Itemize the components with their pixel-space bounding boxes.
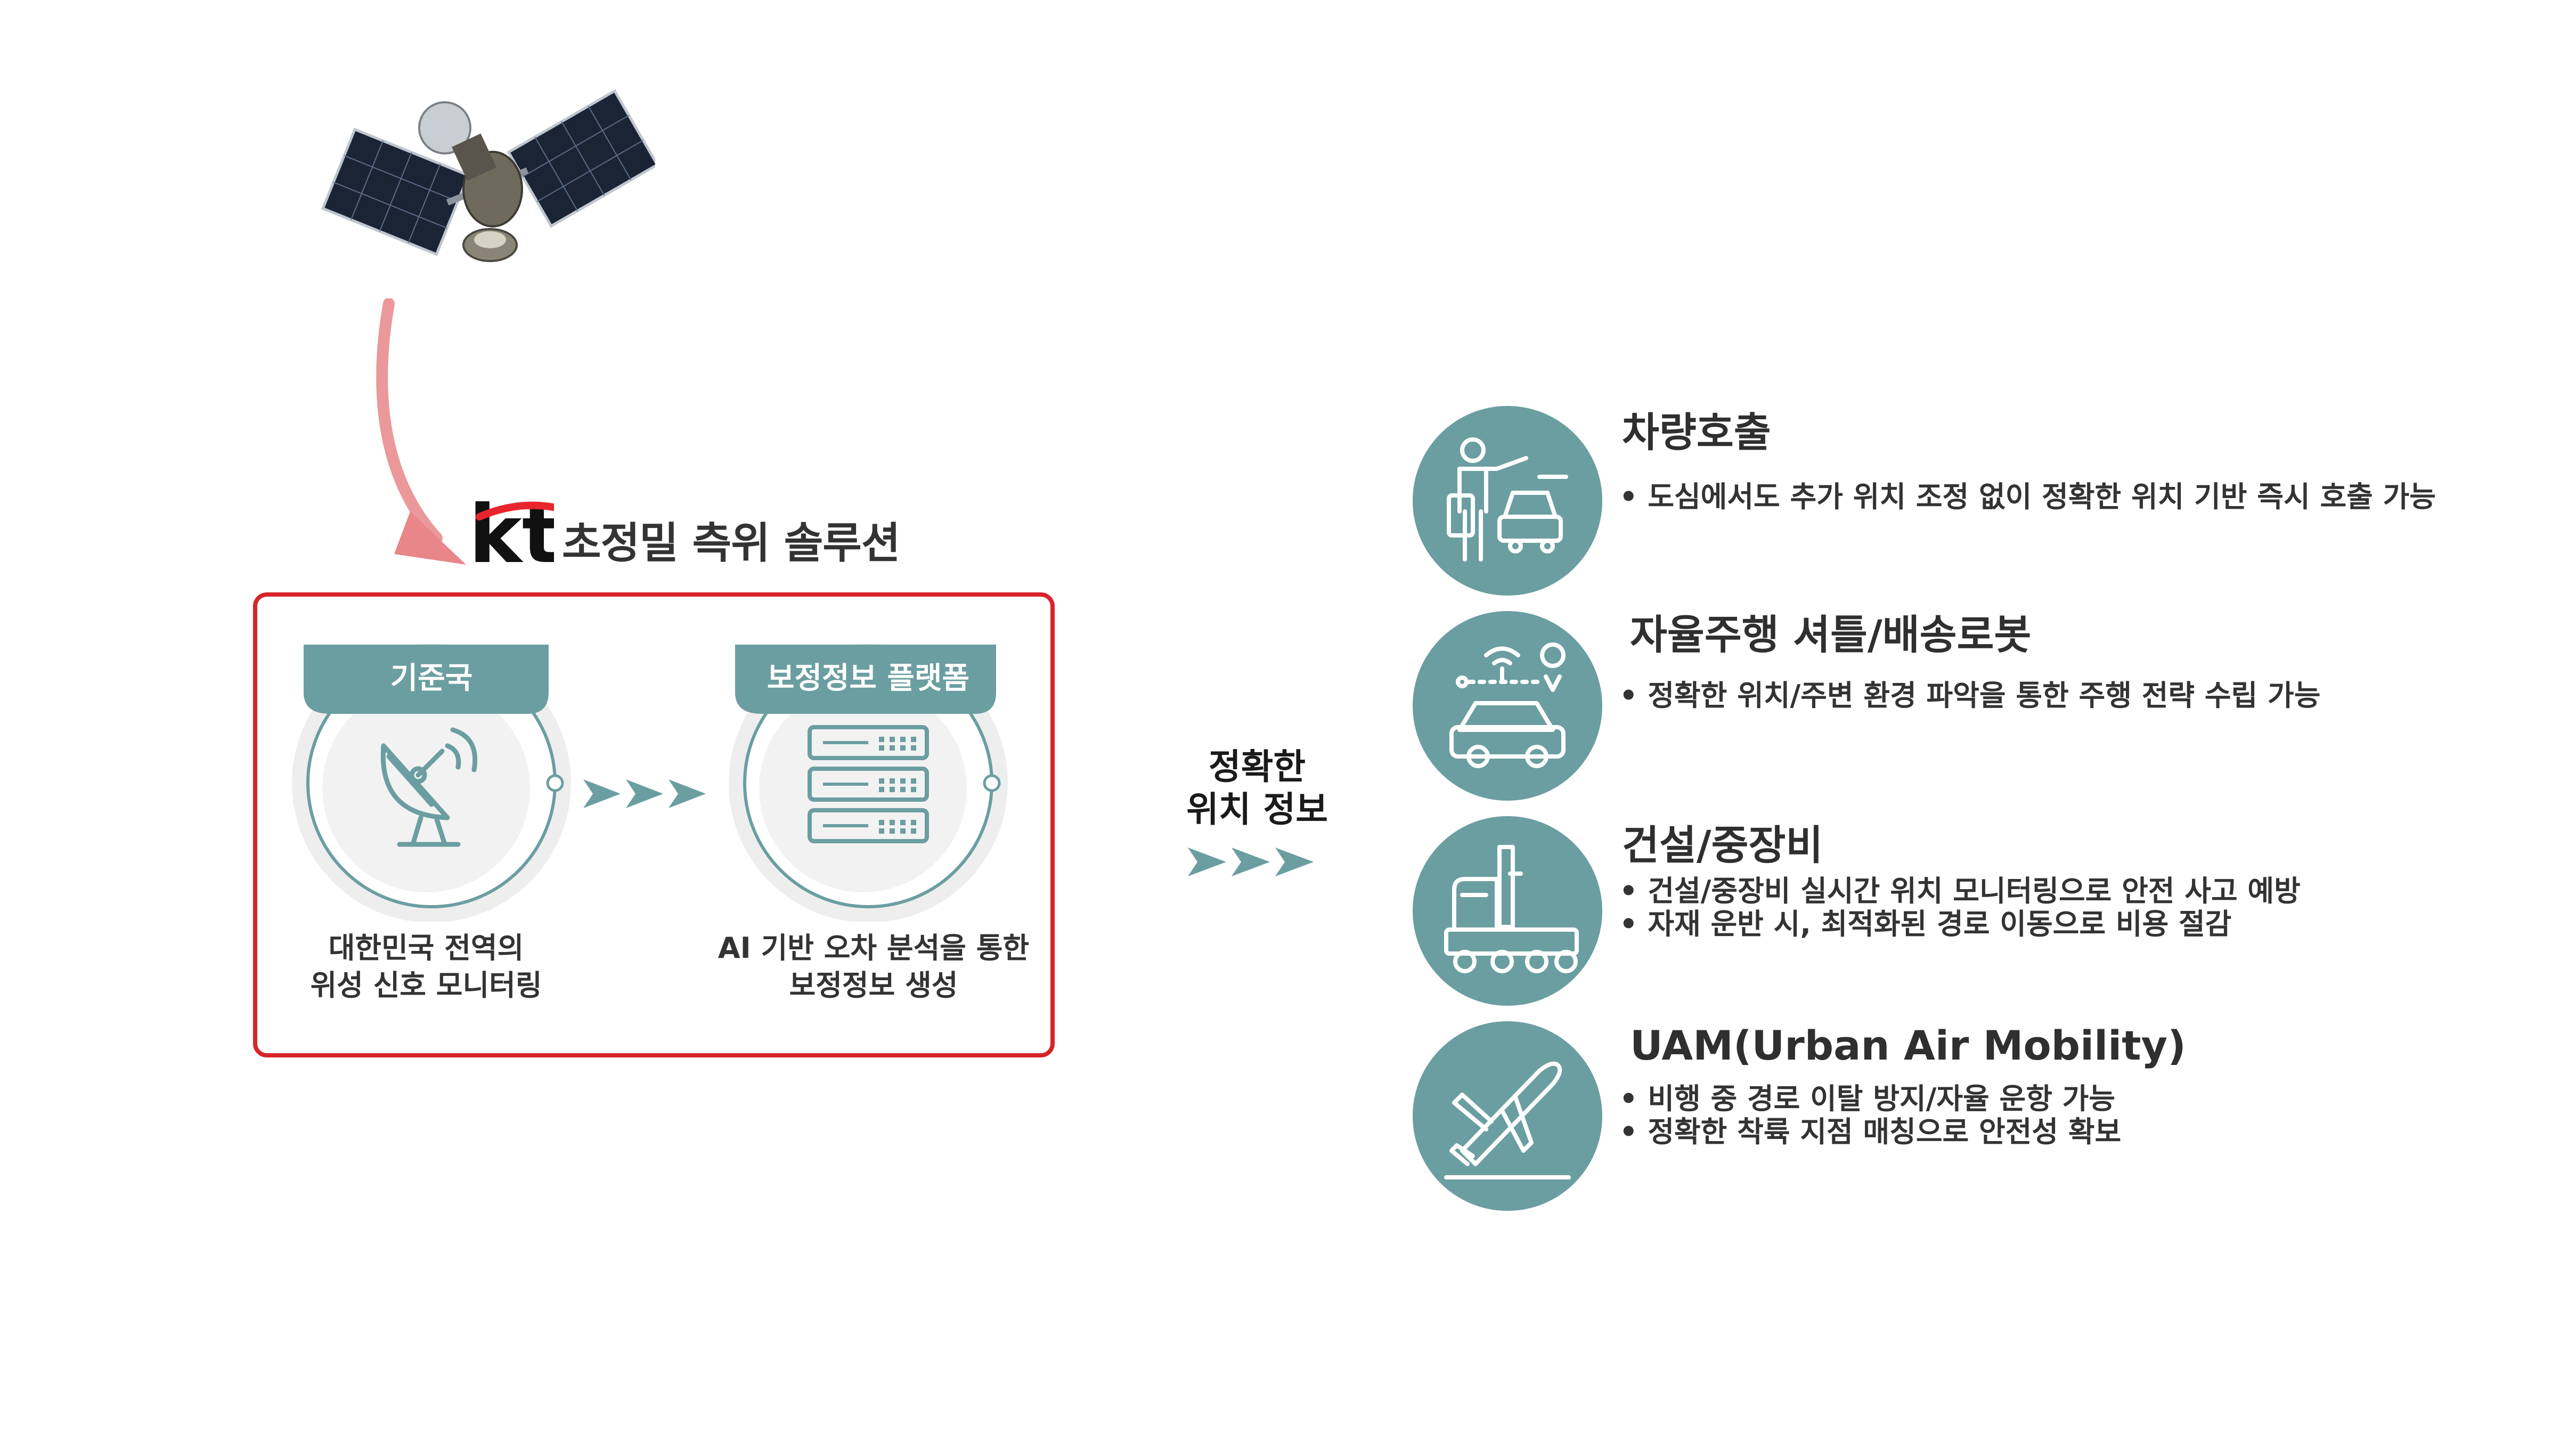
app-title: UAM(Urban Air Mobility) (1630, 1022, 2186, 1069)
app-title: 차량호출 (1622, 409, 1771, 456)
solution-frame (253, 592, 1055, 1057)
caption-line: 위성 신호 모니터링 (310, 968, 542, 1002)
app-bullet: • 비행 중 경로 이탈 방지/자율 운항 가능 (1619, 1082, 2116, 1116)
middle-line: 위치 정보 (1186, 789, 1328, 830)
middle-line: 정확한 (1208, 746, 1306, 787)
app-bullet: • 자재 운반 시, 최적화된 경로 이동으로 비용 절감 (1619, 907, 2232, 941)
airplane-icon (1444, 1061, 1571, 1179)
app-bullet: • 정확한 착륙 지점 매칭으로 안전성 확보 (1619, 1115, 2122, 1149)
app-bullet: • 건설/중장비 실시간 위치 모니터링으로 안전 사고 예방 (1619, 874, 2301, 908)
heavy-truck-icon (1444, 845, 1579, 973)
signal-arrow (341, 298, 479, 575)
satellite-dish-icon (368, 724, 495, 858)
app-title: 자율주행 셔틀/배송로봇 (1630, 611, 2032, 658)
app-icon-circle (1412, 405, 1603, 597)
server-icon (804, 722, 932, 850)
node-caption: AI 기반 오차 분석을 통한 보정정보 생성 (692, 930, 1055, 1004)
autonomous-car-icon (1449, 642, 1566, 768)
app-icon-circle (1412, 815, 1603, 1007)
app-bullet: • 도심에서도 추가 위치 조정 없이 정확한 위치 기반 즉시 호출 가능 (1619, 480, 2436, 514)
solution-title: 초정밀 측위 솔루션 (562, 518, 901, 568)
chevron-arrows (1188, 844, 1321, 880)
node-label: 보정정보 플랫폼 (767, 661, 970, 696)
caption-line: 보정정보 생성 (789, 968, 958, 1002)
chevron-arrows (583, 775, 711, 812)
node-label: 기준국 (390, 661, 473, 696)
middle-label: 정확한 위치 정보 (1135, 746, 1380, 831)
app-icon-circle (1412, 1020, 1603, 1212)
app-bullet: • 정확한 위치/주변 환경 파악을 통한 주행 전략 수립 가능 (1619, 679, 2321, 712)
caption-line: AI 기반 오차 분석을 통한 (718, 931, 1030, 965)
app-title: 건설/중장비 (1622, 821, 1823, 869)
app-icon-circle (1412, 610, 1603, 802)
satellite-icon (314, 64, 655, 314)
node-caption: 대한민국 전역의 위성 신호 모니터링 (277, 930, 575, 1004)
node-base-station (288, 634, 575, 922)
ride-hailing-icon (1447, 437, 1568, 561)
kt-logo: kt (469, 495, 554, 570)
caption-line: 대한민국 전역의 (328, 931, 524, 965)
